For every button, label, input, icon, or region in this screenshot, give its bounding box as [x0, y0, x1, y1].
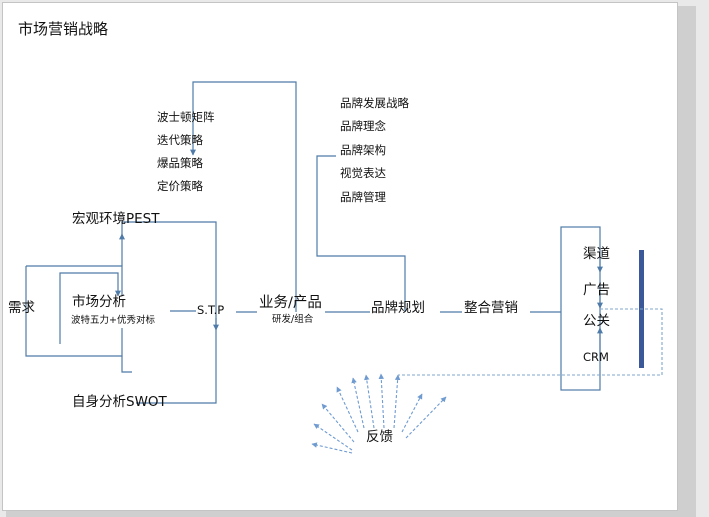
- brand-item: 品牌发展战略: [340, 96, 409, 110]
- brand-planning-label: 品牌规划: [371, 300, 425, 316]
- self-analysis-label: 自身分析SWOT: [72, 394, 167, 410]
- channel-item: 广告: [583, 282, 610, 298]
- feedback-ray-6: [364, 374, 375, 429]
- strategy-item: 爆品策略: [157, 156, 203, 170]
- self-analysis-to-stp: [136, 318, 217, 404]
- channel-item: CRM: [583, 350, 609, 364]
- strategy-item: 迭代策略: [157, 133, 203, 147]
- feedback-ray-2: [313, 423, 353, 451]
- feedback-ray-8: [393, 374, 401, 429]
- strategy-item: 波士顿矩阵: [157, 110, 215, 124]
- feedback-ray-10: [405, 396, 447, 439]
- feedback-loop-line: [398, 308, 663, 376]
- slide-shadow-bottom: [6, 511, 696, 517]
- demand-outer-bracket-lower: [25, 266, 123, 357]
- feedback-ray-1: [311, 442, 353, 454]
- business-product-sub-label: 研发/组合: [272, 314, 314, 325]
- diagram-title: 市场营销战略: [18, 20, 109, 38]
- market-analysis-sub-label: 波特五力+优秀对标: [71, 315, 155, 326]
- feedback-label: 反馈: [366, 429, 393, 445]
- business-product-label: 业务/产品: [259, 295, 322, 311]
- brand-to-items-connector: [316, 155, 406, 312]
- business-to-strategies-connector: [190, 81, 297, 312]
- macro-env-connector: [121, 221, 219, 331]
- self-analysis-connector: [121, 356, 132, 373]
- stp-label: S.T.P: [197, 303, 225, 317]
- slide-shadow-right: [678, 6, 696, 511]
- strategy-item: 定价策略: [157, 179, 203, 193]
- brand-item: 视觉表达: [340, 166, 386, 180]
- feedback-ray-5: [351, 377, 365, 429]
- brand-item: 品牌管理: [340, 190, 386, 204]
- brand-item: 品牌理念: [340, 119, 386, 133]
- channel-item: 公关: [583, 313, 610, 329]
- integrated-marketing-label: 整合营销: [464, 300, 518, 316]
- feedback-ray-3: [321, 403, 355, 443]
- demand-label: 需求: [8, 300, 35, 316]
- channel-item: 渠道: [583, 246, 610, 262]
- demand-outer-bracket: [26, 265, 123, 296]
- demand-inner-bracket: [59, 272, 121, 344]
- brand-item: 品牌架构: [340, 143, 386, 157]
- market-analysis-label: 市场分析: [72, 294, 126, 310]
- feedback-ray-9: [401, 393, 423, 433]
- feedback-ray-7: [378, 373, 385, 429]
- feedback-ray-4: [336, 386, 359, 433]
- macro-env-label: 宏观环境PEST: [72, 211, 160, 227]
